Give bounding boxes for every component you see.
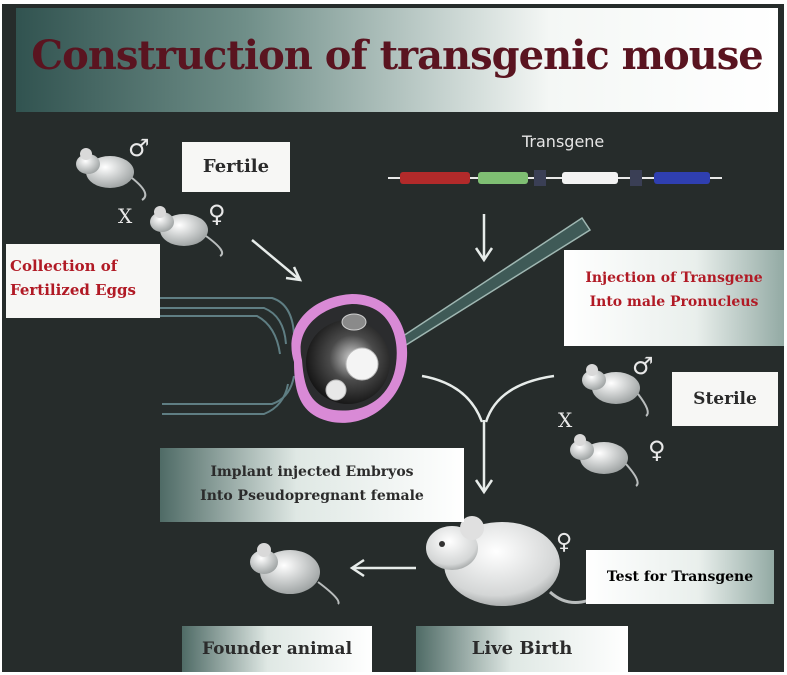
transgene-segment xyxy=(562,172,618,184)
transgene-segment xyxy=(654,172,710,184)
implant-line-1: Implant injected Embryos xyxy=(160,460,464,484)
injection-line-2: Into male Pronucleus xyxy=(564,290,784,314)
collection-line-1: Collection of xyxy=(10,254,160,278)
live-birth-label: Live Birth xyxy=(416,626,628,672)
collection-label: Collection of Fertilized Eggs xyxy=(6,244,160,318)
implant-label: Implant injected Embryos Into Pseudopreg… xyxy=(160,448,464,522)
cross-symbol-sterile: X xyxy=(558,408,572,432)
guide-lines xyxy=(152,298,294,414)
transgene-segment xyxy=(478,172,528,184)
arrow-mice-to-egg xyxy=(252,240,300,280)
transgene-segment xyxy=(400,172,470,184)
cross-symbol-fertile: X xyxy=(118,204,132,228)
transgene-construct xyxy=(388,170,722,186)
female-symbol-live-birth: ♀ xyxy=(556,530,572,555)
mouse-live-birth xyxy=(426,516,602,606)
fertile-label: Fertile xyxy=(182,142,290,192)
arrow-to-founder xyxy=(352,560,416,576)
slide: Construction of transgenic mouse xyxy=(2,4,784,672)
sterile-label: Sterile xyxy=(672,372,778,426)
mouse-founder xyxy=(250,543,339,604)
injection-needle xyxy=(394,218,590,350)
mouse-female-sterile xyxy=(570,434,638,486)
male-symbol-sterile: ♂ xyxy=(632,352,654,380)
male-symbol-fertile: ♂ xyxy=(128,134,150,162)
transgene-label: Transgene xyxy=(522,132,604,151)
female-symbol-sterile: ♀ xyxy=(648,436,666,464)
arrow-transgene-down xyxy=(476,214,492,260)
implant-line-2: Into Pseudopregnant female xyxy=(160,484,464,508)
injection-line-1: Injection of Transgene xyxy=(564,266,784,290)
fertilized-egg xyxy=(291,294,407,423)
injection-label: Injection of Transgene Into male Pronucl… xyxy=(564,250,784,346)
female-symbol-fertile: ♀ xyxy=(208,200,226,228)
collection-line-2: Fertilized Eggs xyxy=(10,278,160,302)
founder-label: Founder animal xyxy=(182,626,372,672)
test-label: Test for Transgene xyxy=(586,550,774,604)
